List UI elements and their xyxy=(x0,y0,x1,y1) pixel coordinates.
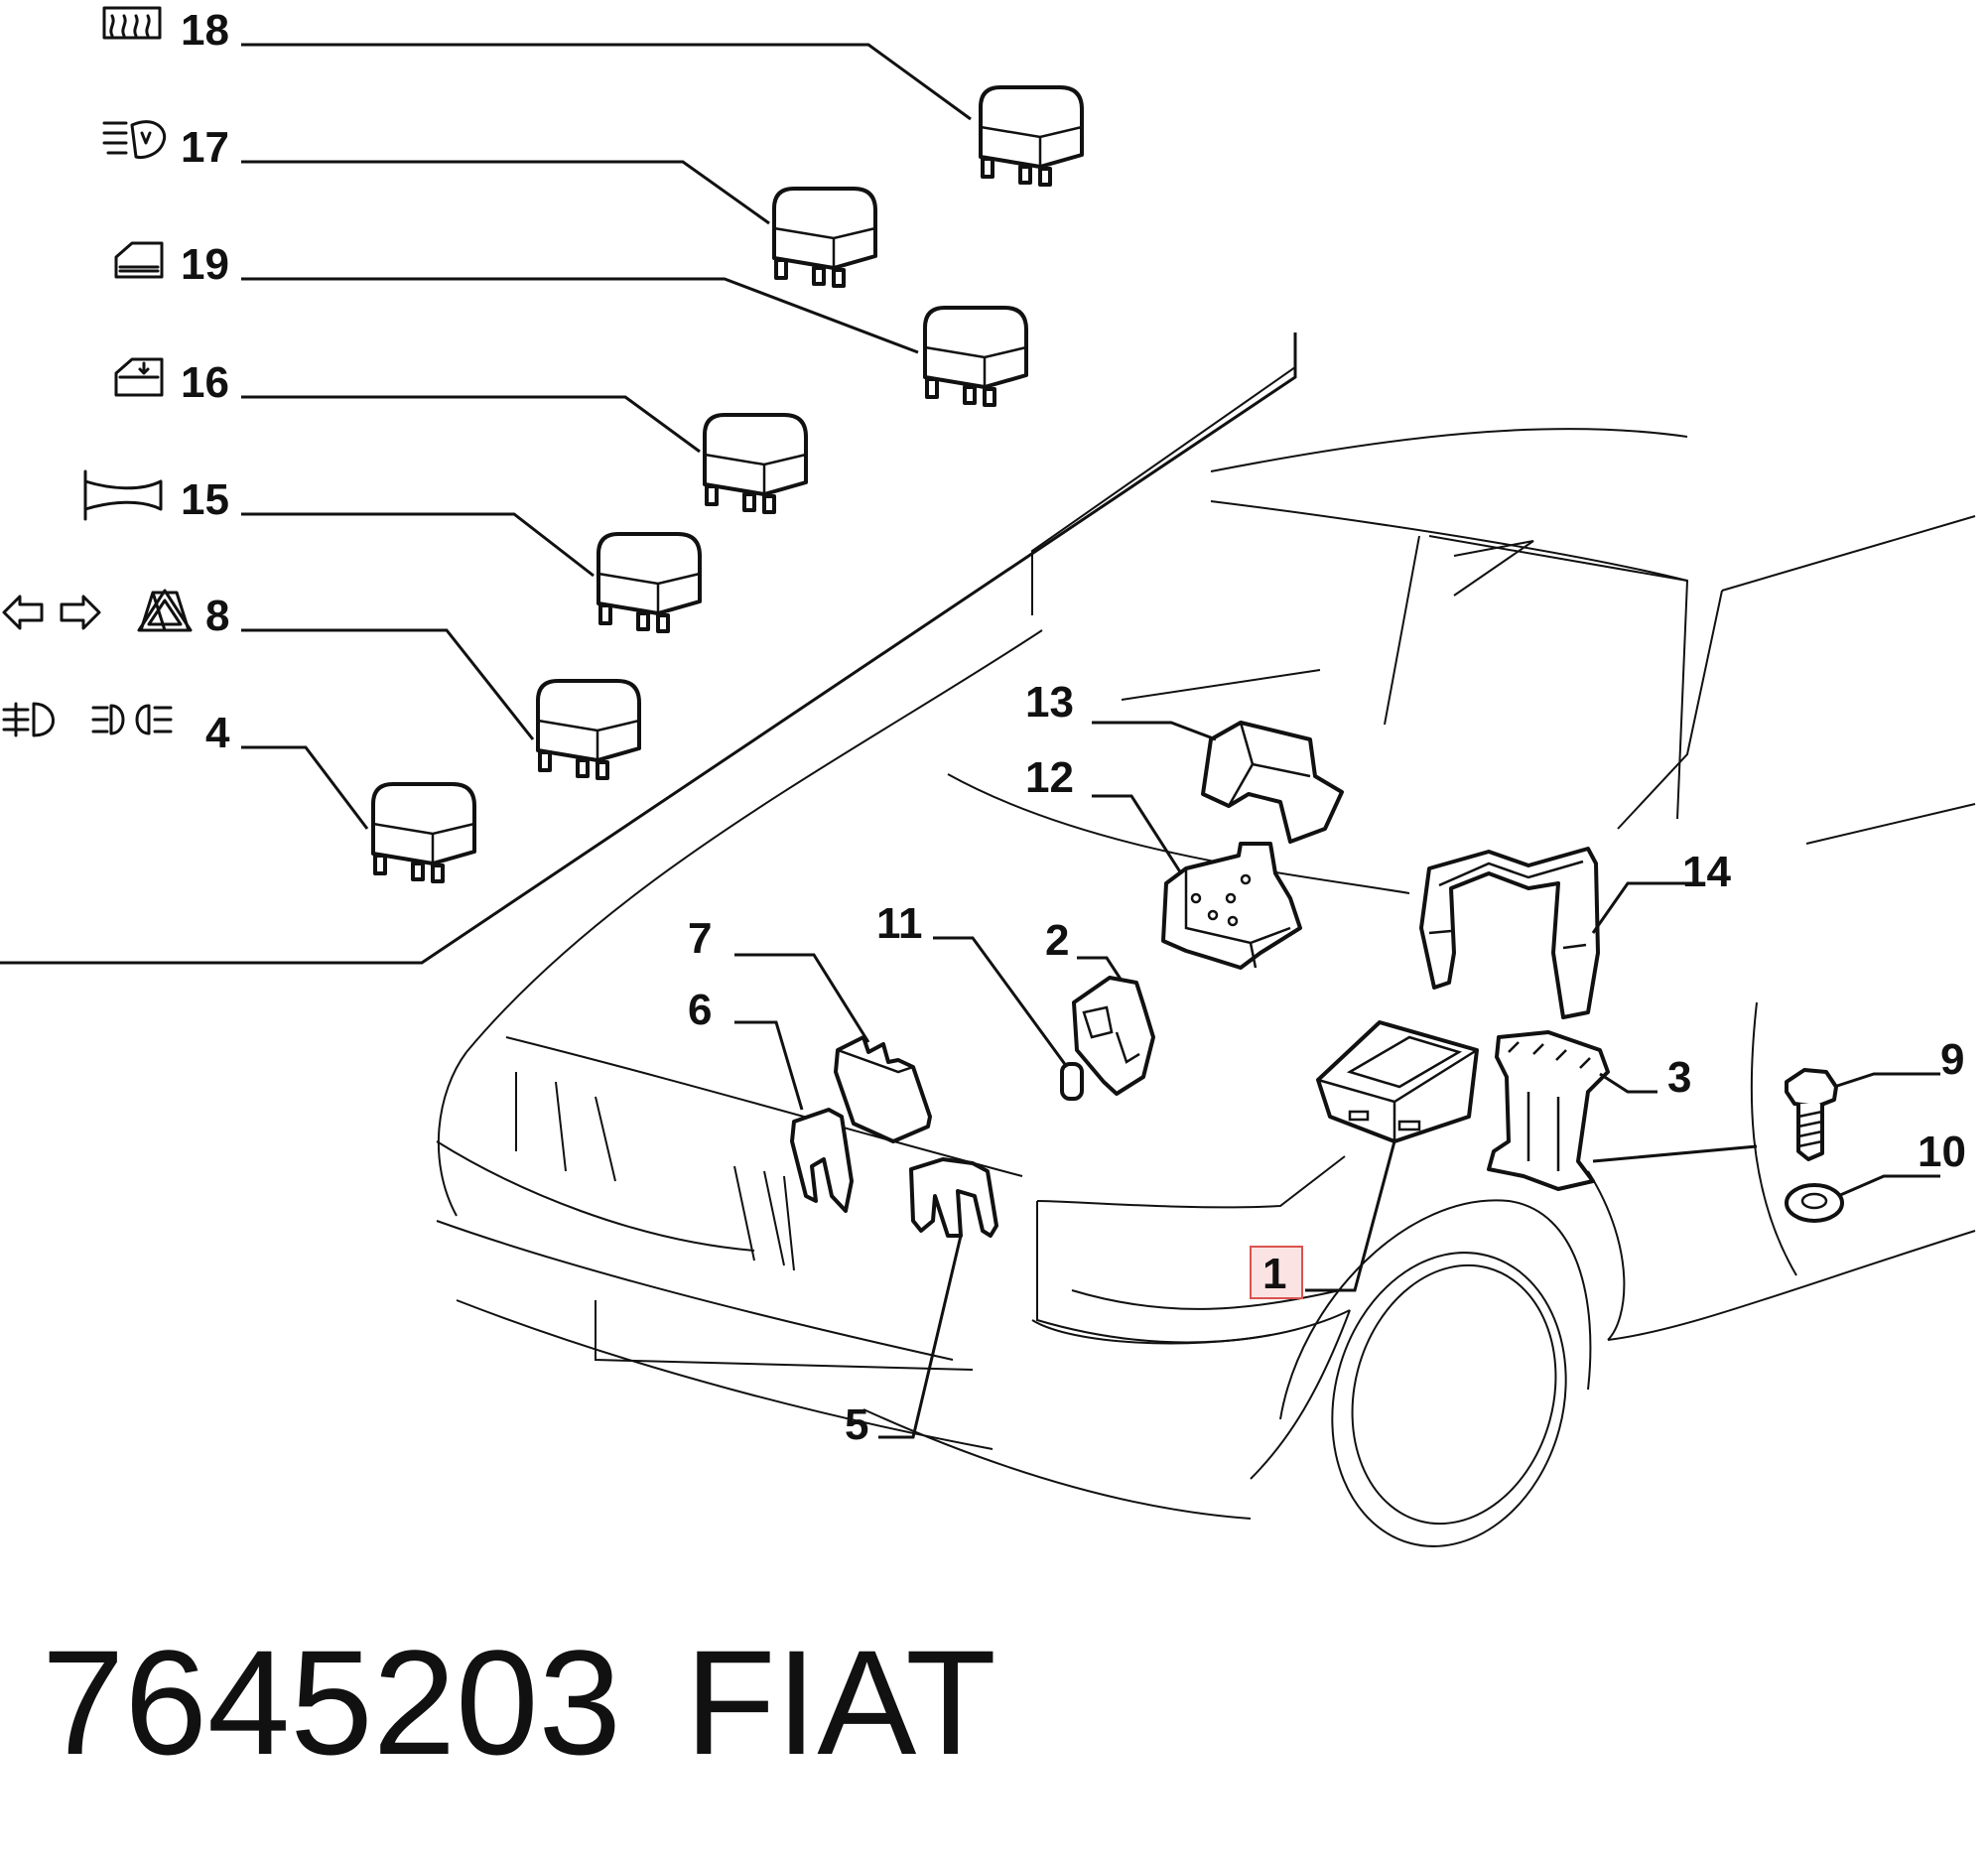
callout-17: 17 xyxy=(181,123,229,172)
relay-17 xyxy=(772,187,877,288)
leader-12 xyxy=(1092,794,1183,874)
horn-icon xyxy=(83,469,163,521)
divider-line xyxy=(0,332,1297,965)
callout-12: 12 xyxy=(1025,753,1074,802)
callout-19: 19 xyxy=(181,240,229,289)
leader-17 xyxy=(241,160,770,225)
part-number: 7645203 xyxy=(42,1619,621,1786)
leader-14 xyxy=(1591,881,1687,934)
callout-4: 4 xyxy=(205,709,230,757)
leader-6 xyxy=(734,1020,804,1111)
callout-18: 18 xyxy=(181,6,229,55)
callout-10: 10 xyxy=(1918,1128,1966,1176)
leader-9 xyxy=(1833,1072,1940,1089)
callout-1: 1 xyxy=(1262,1250,1286,1298)
part-3-bracket xyxy=(1487,1030,1610,1191)
relay-15 xyxy=(596,532,702,633)
relay-16 xyxy=(703,413,808,514)
callout-7: 7 xyxy=(688,914,712,963)
headlamp-washer-icon xyxy=(102,120,167,159)
callout-8: 8 xyxy=(205,592,229,640)
callout-3: 3 xyxy=(1667,1053,1691,1102)
leader-8 xyxy=(241,628,535,740)
callout-9: 9 xyxy=(1940,1035,1964,1084)
power-window-icon xyxy=(114,241,164,279)
rear-defrost-icon xyxy=(102,6,162,40)
part-2-connector xyxy=(1072,976,1155,1096)
leader-4 xyxy=(241,745,369,830)
callout-5: 5 xyxy=(845,1400,868,1449)
part-13-cover xyxy=(1201,721,1344,844)
power-window-2-icon xyxy=(114,357,164,397)
leader-10 xyxy=(1837,1174,1940,1198)
part-1-control-unit xyxy=(1316,1020,1479,1143)
relay-8 xyxy=(536,679,641,780)
part-5-uclip xyxy=(909,1157,998,1238)
relay-4 xyxy=(371,782,476,883)
callout-11: 11 xyxy=(876,899,923,948)
part-6-clip xyxy=(790,1108,854,1213)
part-11-pin xyxy=(1060,1062,1084,1101)
leader-18 xyxy=(241,43,972,121)
callout-6: 6 xyxy=(688,986,712,1034)
leader-15 xyxy=(241,512,595,578)
callout-13: 13 xyxy=(1025,678,1074,727)
callout-14: 14 xyxy=(1682,848,1731,896)
leader-3 xyxy=(1599,1072,1657,1094)
fog-and-headlamp-icon xyxy=(2,702,173,737)
part-10-washer xyxy=(1785,1183,1844,1223)
leader-16 xyxy=(241,395,701,454)
leader-3b xyxy=(1592,1144,1758,1163)
relay-19 xyxy=(923,306,1028,407)
part-14-bracket xyxy=(1419,847,1600,1019)
leader-13 xyxy=(1092,721,1217,741)
leader-11 xyxy=(933,936,1069,1068)
callout-15: 15 xyxy=(181,475,229,524)
callout-1-highlight xyxy=(1250,1246,1303,1299)
turn-signal-hazard-icon xyxy=(2,589,193,632)
callout-2: 2 xyxy=(1045,916,1069,965)
part-12-holder xyxy=(1161,842,1302,970)
part-7-fuse xyxy=(834,1035,932,1143)
leader-7 xyxy=(734,953,870,1043)
leader-2 xyxy=(1077,956,1124,982)
part-9-bolt xyxy=(1785,1068,1838,1161)
car-body-outline xyxy=(436,332,1976,1547)
relay-18 xyxy=(979,85,1084,187)
leader-5 xyxy=(878,1235,963,1439)
callout-16: 16 xyxy=(181,358,229,407)
brand-name: FIAT xyxy=(685,1619,996,1786)
leader-19 xyxy=(241,277,919,354)
leader-1 xyxy=(1305,1140,1396,1292)
